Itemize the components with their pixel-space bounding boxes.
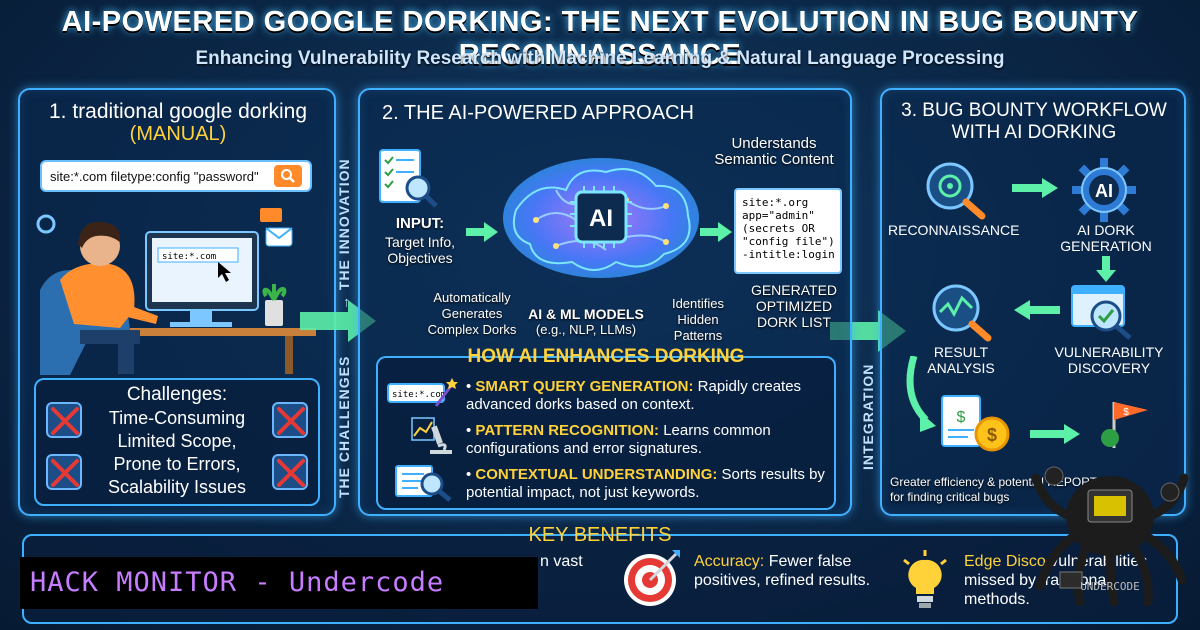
analysis-icon [932,284,992,342]
challenge-item: Scalability Issues [107,477,247,497]
person-at-computer-illustration: site:*.com [36,208,316,375]
panel-traditional-title: 1. traditional google dorking [48,100,307,123]
arrow-curve-down-icon [906,356,936,432]
report-money-icon: $ $ [941,395,1010,452]
svg-text:$: $ [1123,407,1129,418]
magic-search-icon: site:*.com [387,378,458,407]
challenge-item: Limited Scope, [117,431,237,451]
hack-monitor-banner: HACK MONITOR - Undercode [20,557,538,609]
arrow-recon-to-dork-icon [1012,178,1058,198]
ai-brain-icon: AI [503,158,699,278]
arrow-to-reporting-icon [1030,424,1080,444]
arrow-vuln-to-analysis-icon [1014,300,1060,320]
panel-ai-title: 2. THE AI-POWERED APPROACH [382,102,694,124]
arrow-dork-to-vuln-icon [1096,256,1116,282]
auto-generate-label: Automatically Generates Complex Dorks [427,290,517,337]
challenges-title: Challenges: [126,384,228,405]
input-text: Target Info, Objectives [384,234,456,266]
lightbulb-icon [903,550,947,608]
ai-gear-icon: AI [1072,158,1136,222]
target-icon [624,550,680,606]
connector-innovation-label: → THE INNOVATION [336,158,352,310]
patterns-label: Identifies Hidden Patterns [671,296,725,343]
how-ai-title: HOW AI ENHANCES DORKING [467,346,745,367]
benefit-accuracy-head: Accuracy: [694,553,765,570]
challenge-item: Time-Consuming [108,408,246,428]
key-benefits-title: KEY BENEFITS [528,524,672,546]
error-cross-icon [272,402,308,438]
recon-label: RECONNAISSANCE [888,222,1020,238]
search-icon[interactable] [274,165,302,187]
enhance-bullet-3: • CONTEXTUAL UNDERSTANDING: Sorts result… [466,466,825,501]
arrow-input-icon [466,222,498,242]
microscope-icon [411,417,452,454]
ai-gear-label: AI [1095,181,1113,201]
undercode-logo-text: UNDERCODE [1080,580,1140,593]
dork-generation-label: AI DORK GENERATION [1060,222,1152,254]
bullet-text: Learns common configurations and error s… [466,422,771,457]
panel-workflow-title-line1: 3. BUG BOUNTY WORKFLOW [901,100,1167,121]
challenge-item: Prone to Errors, [113,454,241,474]
screen-query: site:*.com [162,252,216,262]
benefit-edge-head: Edge Disco [964,553,1046,570]
bullet-head: PATTERN RECOGNITION: [475,422,660,439]
benefit-accuracy: Accuracy: Fewer false positives, refined… [694,552,894,590]
undercode-octopus-logo: UNDERCODE [1031,466,1189,606]
reporting-flag-icon: $ [1101,402,1148,448]
generated-list-label: GENERATED OPTIMIZED DORK LIST [750,282,838,330]
bullet-text: Sorts results by potential impact, not j… [466,466,825,501]
input-label: INPUT: [395,215,445,232]
benefit-1-tail: n vast [540,553,583,570]
panel-traditional-subtitle: (MANUAL) [129,123,227,145]
connector-integration-label: INTEGRATION [860,363,876,470]
arrow-to-ai-icon [300,300,376,342]
bullet-head: CONTEXTUAL UNDERSTANDING: [475,466,718,483]
scope-cross-icon [46,454,82,490]
workflow-footer-line2: for finding critical bugs [890,490,1010,504]
scale-cross-icon [272,454,308,490]
result-analysis-label: RESULT ANALYSIS [927,344,995,376]
search-query: site:*.com filetype:config "password" [50,168,259,184]
enhance-bullet-1: • SMART QUERY GENERATION: Rapidly create… [466,378,802,413]
models-label: AI & ML MODELS [528,306,644,322]
svg-text:$: $ [957,409,966,426]
magic-search-text: site:*.com [392,390,446,400]
reconnaissance-icon [926,162,986,220]
enhance-bullet-2: • PATTERN RECOGNITION: Learns common con… [466,422,771,457]
panel-workflow [880,88,1186,516]
bullet-text: Rapidly creates advanced dorks based on … [466,378,802,413]
checklist-search-icon [379,149,438,208]
ai-chip-label: AI [589,205,613,232]
search-bar[interactable]: site:*.com filetype:config "password" [40,160,312,192]
arrow-output-icon [700,222,732,242]
context-search-icon [395,465,452,502]
connector-challenges-label: THE CHALLENGES [336,355,352,498]
bullet-head: SMART QUERY GENERATION: [475,378,694,395]
page-subtitle: Enhancing Vulnerability Research with Ma… [195,48,1005,69]
semantic-label: Understands Semantic Content [714,135,834,168]
page-title: AI-POWERED GOOGLE DORKING: THE NEXT EVOL… [61,6,1139,71]
svg-text:$: $ [987,425,997,445]
time-cross-icon [46,402,82,438]
vulnerability-icon [1071,285,1132,340]
benefit-accuracy-text: Fewer false positives, refined results. [694,553,871,589]
models-sub-label: (e.g., NLP, LLMs) [535,322,637,337]
dork-code-sample: site:*.org app="admin" (secrets OR "conf… [734,188,842,274]
vuln-discovery-label: VULNERABILITY DISCOVERY [1054,344,1164,376]
panel-workflow-title-line2: WITH AI DORKING [951,122,1117,143]
